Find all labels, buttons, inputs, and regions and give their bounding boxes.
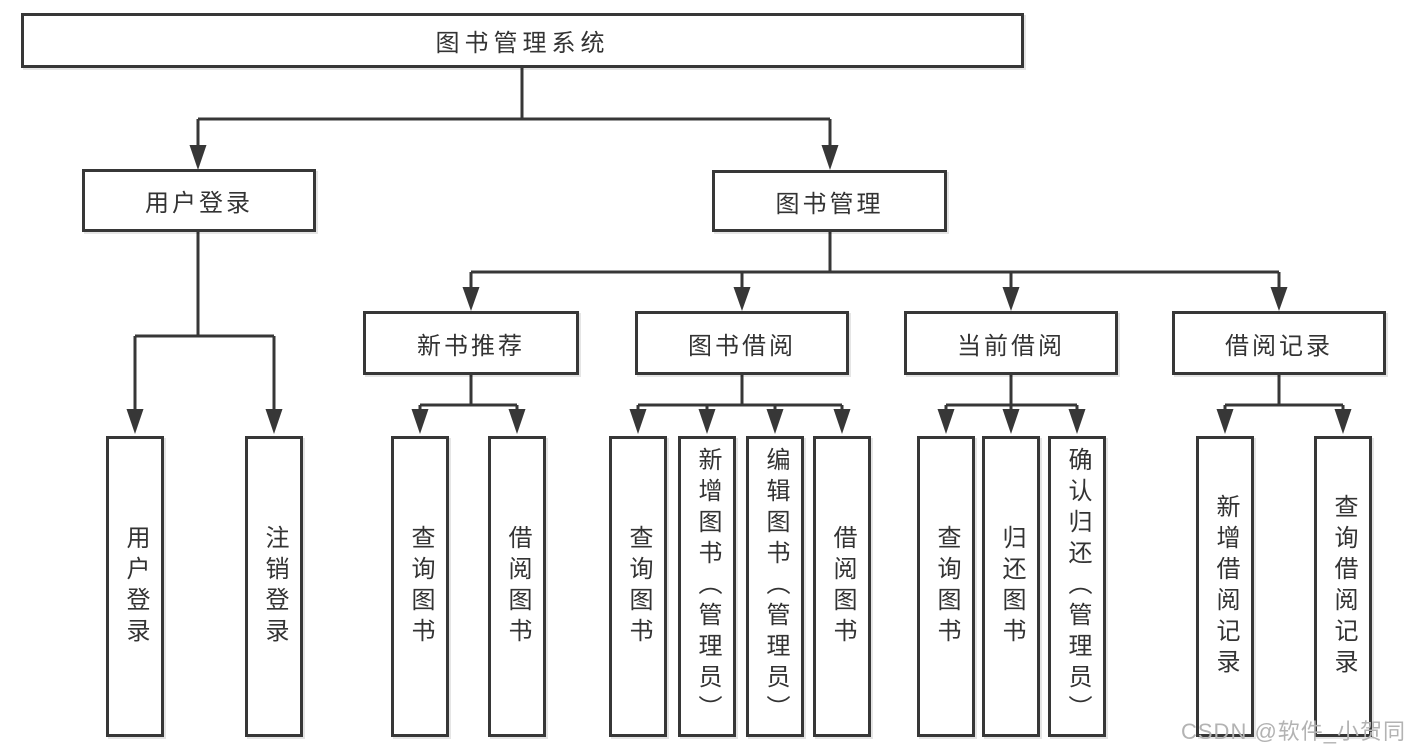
- node-book-management: 图书管理: [712, 170, 947, 232]
- leaf-edit-book-admin: 编辑图书（管理员）: [746, 436, 804, 737]
- leaf-add-book-admin: 新增图书（管理员）: [678, 436, 736, 737]
- node-borrowing-records: 借阅记录: [1172, 311, 1386, 375]
- leaf-add-borrow-record: 新增借阅记录: [1196, 436, 1254, 737]
- leaf-query-borrow-record: 查询借阅记录: [1314, 436, 1372, 737]
- leaf-query-books-recommend: 查询图书: [391, 436, 449, 737]
- csdn-watermark: CSDN @软件_小贺同学: [1181, 719, 1405, 744]
- leaf-return-books: 归还图书: [982, 436, 1040, 737]
- leaf-borrow-books-recommend: 借阅图书: [488, 436, 546, 737]
- node-library-management-system: 图书管理系统: [21, 13, 1024, 68]
- node-book-borrowing: 图书借阅: [635, 311, 849, 375]
- leaf-query-books-current: 查询图书: [917, 436, 975, 737]
- node-user-login: 用户登录: [82, 169, 316, 232]
- leaf-confirm-return-admin: 确认归还（管理员）: [1048, 436, 1106, 737]
- leaf-borrow-books: 借阅图书: [813, 436, 871, 737]
- node-new-book-recommendation: 新书推荐: [363, 311, 579, 375]
- leaf-query-books-borrow: 查询图书: [609, 436, 667, 737]
- leaf-logout: 注销登录: [245, 436, 303, 737]
- node-current-borrowing: 当前借阅: [904, 311, 1118, 375]
- leaf-user-login: 用户登录: [106, 436, 164, 737]
